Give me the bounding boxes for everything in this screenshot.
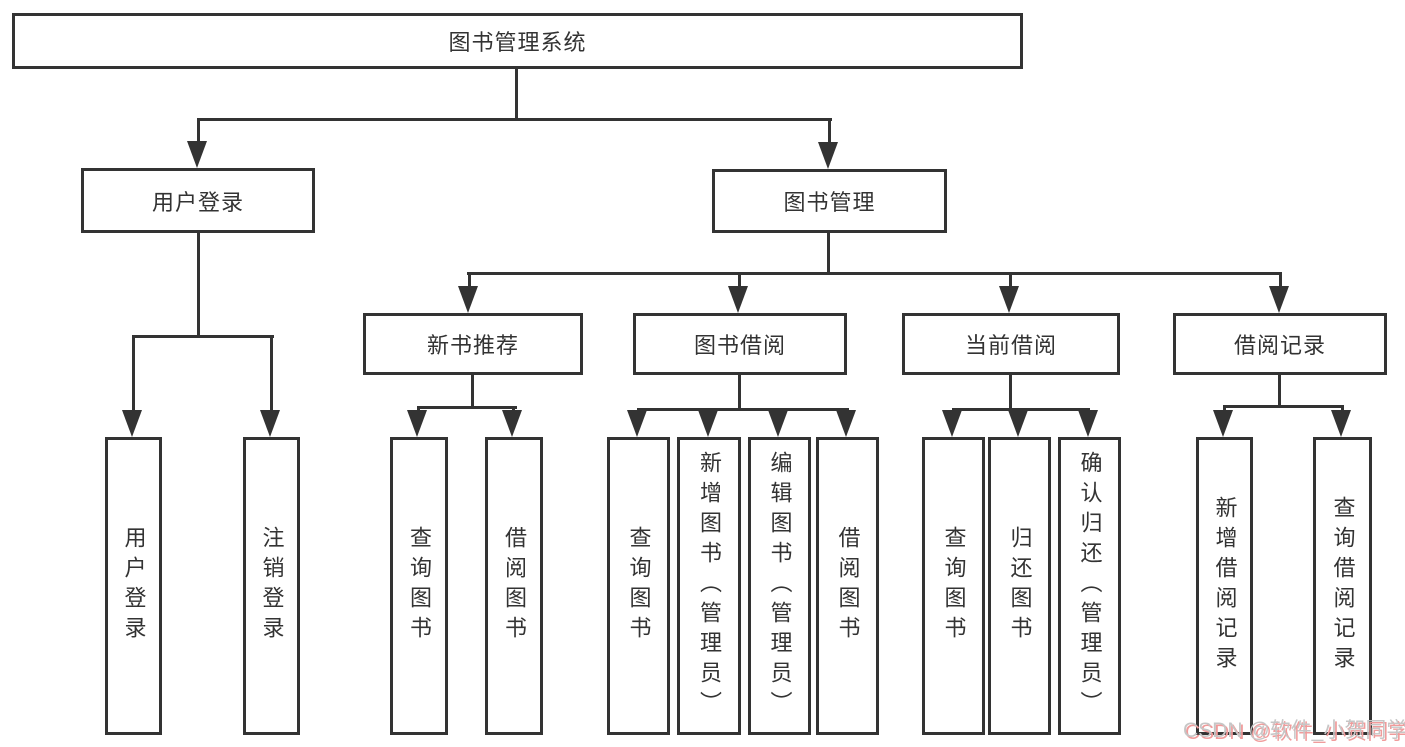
- connector-leaf-drop: [132, 337, 135, 412]
- connector-user-login-drop: [197, 120, 200, 144]
- node-leaf-return-book: 归还图书: [988, 437, 1051, 735]
- arrow-down-icon: [187, 141, 207, 168]
- node-leaf-add-borrow-record: 新增借阅记录: [1196, 437, 1253, 735]
- arrow-down-icon: [122, 410, 142, 437]
- node-leaf-query-borrow-record: 查询借阅记录: [1313, 437, 1372, 735]
- connector-borrow-trunk: [738, 375, 741, 410]
- connector-current-drop: [1009, 274, 1012, 288]
- arrow-down-icon: [1269, 286, 1289, 313]
- arrow-down-icon: [818, 142, 838, 169]
- connector-root-trunk: [515, 66, 518, 120]
- arrow-down-icon: [836, 410, 856, 437]
- connector-record-bar: [1223, 405, 1344, 408]
- arrow-down-icon: [999, 286, 1019, 313]
- connector-leaf-drop: [1341, 407, 1344, 412]
- connector-book-mgmt-drop: [828, 120, 831, 144]
- arrow-down-icon: [407, 410, 427, 437]
- connector-newbook-drop: [468, 274, 471, 288]
- node-leaf-query-book: 查询图书: [607, 437, 670, 735]
- connector-leaf-drop: [1223, 407, 1226, 412]
- arrow-down-icon: [728, 286, 748, 313]
- node-leaf-user-login: 用户登录: [105, 437, 162, 735]
- node-leaf-logout: 注销登录: [243, 437, 300, 735]
- node-leaf-borrow-book: 借阅图书: [816, 437, 879, 735]
- arrow-down-icon: [698, 410, 718, 437]
- connector-current-bar: [952, 408, 1090, 411]
- connector-newbook-trunk: [471, 375, 474, 408]
- arrow-down-icon: [768, 410, 788, 437]
- watermark: CSDN @软件_小贺同学: [1183, 719, 1405, 742]
- node-root-system: 图书管理系统: [12, 13, 1023, 69]
- arrow-down-icon: [627, 410, 647, 437]
- arrow-down-icon: [260, 410, 280, 437]
- arrow-down-icon: [502, 410, 522, 437]
- node-new-book-recommend: 新书推荐: [363, 313, 583, 375]
- connector-current-trunk: [1009, 375, 1012, 410]
- connector-level3-bar: [467, 272, 1282, 275]
- node-leaf-confirm-return-admin: 确认归还（管理员）: [1058, 437, 1121, 735]
- arrow-down-icon: [1078, 410, 1098, 437]
- node-book-borrow: 图书借阅: [633, 313, 847, 375]
- connector-user-trunk: [197, 233, 200, 337]
- node-leaf-borrow-book: 借阅图书: [485, 437, 543, 735]
- arrow-down-icon: [458, 286, 478, 313]
- node-leaf-query-book: 查询图书: [390, 437, 448, 735]
- connector-newbook-bar: [417, 406, 517, 409]
- node-leaf-edit-book-admin: 编辑图书（管理员）: [748, 437, 811, 735]
- connector-user-bar: [132, 335, 274, 338]
- connector-mgmt-trunk: [827, 233, 830, 274]
- connector-borrow-bar: [637, 408, 849, 411]
- node-book-management: 图书管理: [712, 169, 947, 233]
- connector-borrow-drop: [738, 274, 741, 288]
- node-borrow-record: 借阅记录: [1173, 313, 1387, 375]
- node-user-login: 用户登录: [81, 168, 315, 233]
- arrow-down-icon: [1213, 410, 1233, 437]
- connector-leaf-drop: [270, 337, 273, 412]
- connector-record-trunk: [1278, 375, 1281, 407]
- node-current-borrow: 当前借阅: [902, 313, 1120, 375]
- arrow-down-icon: [1008, 410, 1028, 437]
- arrow-down-icon: [942, 410, 962, 437]
- connector-record-drop: [1279, 274, 1282, 288]
- connector-level2-bar: [197, 118, 832, 121]
- arrow-down-icon: [1331, 410, 1351, 437]
- node-leaf-add-book-admin: 新增图书（管理员）: [677, 437, 741, 735]
- node-leaf-query-book: 查询图书: [922, 437, 985, 735]
